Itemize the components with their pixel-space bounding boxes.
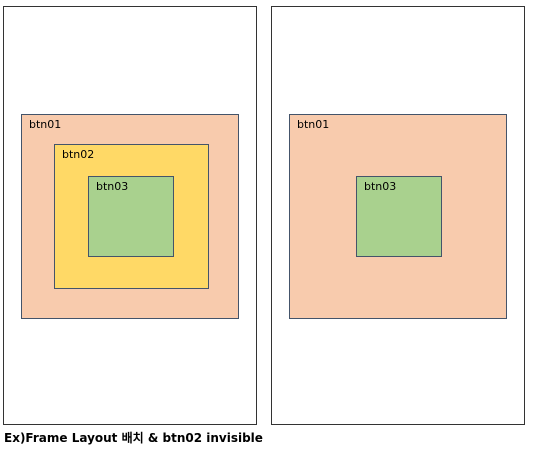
frame-layout-right: btn01 btn03: [271, 6, 525, 425]
frame-layout-left: btn01 btn02 btn03: [3, 6, 257, 425]
btn03-label: btn03: [364, 180, 397, 193]
btn02-label: btn02: [62, 148, 95, 161]
btn03-label: btn03: [96, 180, 129, 193]
btn03-box[interactable]: btn03: [88, 176, 174, 257]
btn01-label: btn01: [297, 118, 330, 131]
btn02-box[interactable]: btn02: [54, 144, 209, 289]
btn01-label: btn01: [29, 118, 62, 131]
btn03-box[interactable]: btn03: [356, 176, 442, 257]
figure-caption: Ex)Frame Layout 배치 & btn02 invisible: [4, 431, 263, 445]
